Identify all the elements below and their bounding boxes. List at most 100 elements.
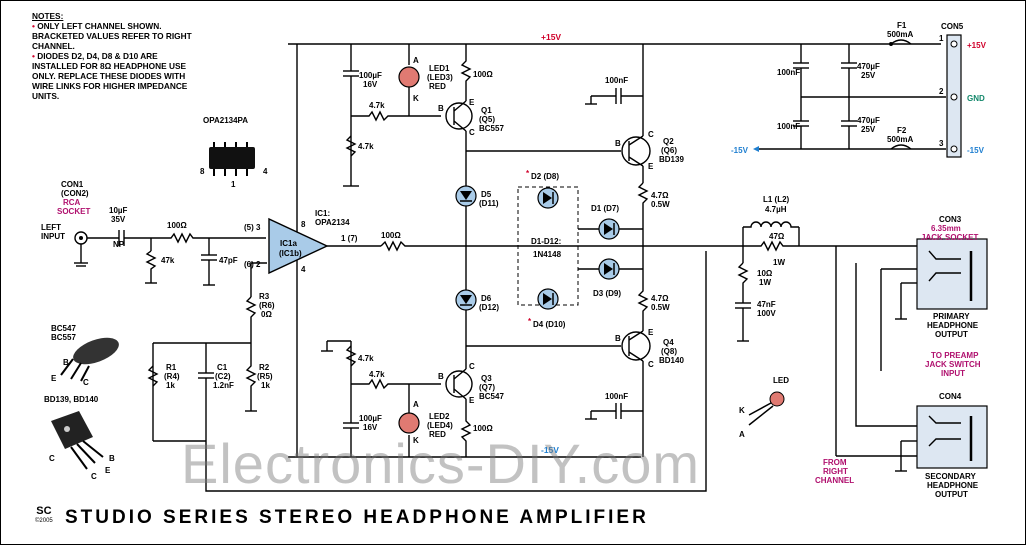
legend-bc547: BC547 BC557 B E C [51, 324, 119, 387]
output-resistor-bottom: 4.7Ω 0.5W [637, 269, 670, 331]
c47pf-label: 47pF [219, 256, 238, 265]
lower-r47a: 4.7k [369, 370, 385, 379]
q2-label: Q2 [663, 137, 674, 146]
q2-c: C [648, 130, 654, 139]
upper-r47a: 4.7k [369, 101, 385, 110]
con4-label: CON4 [939, 392, 962, 401]
neg-supply-label: -15V [731, 146, 749, 155]
input-cap-voltage: 35V [111, 215, 126, 224]
chip-label: OPA2134PA [203, 116, 248, 125]
q1-e: E [469, 98, 475, 107]
r1-label: R1 [166, 363, 177, 372]
upper-r100: 100Ω [473, 70, 493, 79]
output-bypass-caps: 100nF 100nF [585, 76, 643, 420]
notes-block: NOTES: • ONLY LEFT CHANNEL SHOWN. BRACKE… [32, 11, 192, 101]
legend-bd139: BD139, BD140 C B E C [44, 395, 115, 481]
pin6-label: (6) 2 [244, 260, 261, 269]
primary-label-2: HEADPHONE [927, 321, 979, 330]
pin5-label: (5) 3 [244, 223, 261, 232]
con5-pin3: 3 [939, 139, 944, 148]
from-right-3: CHANNEL [815, 476, 854, 485]
led1-a: A [413, 56, 419, 65]
note-item-2: • DIODES D2, D4, D8 & D10 ARE INSTALLED … [32, 51, 192, 101]
r3-label: R3 [259, 292, 270, 301]
logo-text: SC [36, 505, 52, 517]
feedback-r3: R3 (R6) 0Ω [245, 262, 275, 343]
f1-label: F1 [897, 21, 907, 30]
led2-a: A [413, 400, 419, 409]
led4-label: (LED4) [427, 421, 453, 430]
con5-label: CON5 [941, 22, 964, 31]
led2-label: LED2 [429, 412, 450, 421]
output-resistor-100: 100Ω [380, 231, 464, 252]
q4-label: Q4 [663, 338, 674, 347]
q3-label: Q3 [481, 374, 492, 383]
q3-b: B [438, 372, 444, 381]
d4-star: * [528, 317, 532, 326]
primary-label-1: PRIMARY [933, 312, 970, 321]
c470d-label: 25V [861, 125, 876, 134]
con4-jack-icon [916, 405, 988, 469]
rbot-power: 0.5W [651, 303, 670, 312]
con5-pin2: 2 [939, 87, 944, 96]
lower-cap-value: 100µF [359, 414, 382, 423]
q4-b: B [615, 334, 621, 343]
con1-label: CON1 [61, 180, 84, 189]
opamp-package: OPA2134PA 8 1 4 [200, 116, 268, 189]
negative-rail: -15V [288, 445, 641, 458]
q8-label: (Q8) [661, 347, 677, 356]
c100b-label: 100nF [777, 122, 800, 131]
r47k-label: 47k [161, 256, 175, 265]
note-text-1: ONLY LEFT CHANNEL SHOWN. BRACKETED VALUE… [32, 21, 192, 51]
lower-cap-100uf: 100µF 16V [321, 340, 382, 457]
secondary-label-2: HEADPHONE [927, 481, 979, 490]
led-legend-icon [769, 391, 785, 407]
d1-label: D1 (D7) [591, 204, 619, 213]
ic1-label: IC1: [315, 209, 330, 218]
transistor-q4: B E C Q4 (Q8) BD140 [615, 328, 684, 457]
d6-label: D6 [481, 294, 492, 303]
q6-label: (Q6) [661, 146, 677, 155]
diodes-group: D1-D12: [531, 237, 561, 246]
ic1-part: OPA2134 [315, 218, 350, 227]
c47-label: 47nF [757, 300, 776, 309]
con3-jack-icon [916, 238, 988, 310]
bias-diode-d5: D5 (D11) [455, 185, 499, 246]
legend-led: LED K A [739, 376, 789, 439]
rca-input: CON1 (CON2) RCA SOCKET LEFT INPUT [41, 180, 119, 267]
r4-label: (R4) [164, 372, 180, 381]
q4-type: BD140 [659, 356, 684, 365]
pos-rail-label: +15V [541, 32, 561, 42]
legend-b: B [63, 358, 69, 367]
legend-led-a: A [739, 430, 745, 439]
upper-led: A K LED1 (LED3) RED [398, 44, 453, 116]
led1-label: LED1 [429, 64, 450, 73]
transistor-q1: B E C Q1 (Q5) BC557 [438, 98, 504, 186]
upper-cap-voltage: 16V [363, 80, 378, 89]
con5-pin1: 1 [939, 34, 944, 43]
con3-size: 6.35mm [931, 224, 961, 233]
q4-e: E [648, 328, 654, 337]
q2-e: E [648, 162, 654, 171]
legend-bd-b: B [109, 454, 115, 463]
q1-label: Q1 [481, 106, 492, 115]
c470a-label: 470µF [857, 62, 880, 71]
legend-bc547-label: BC547 [51, 324, 76, 333]
output-network: L1 (L2) 4.7µH 47Ω 1W 10Ω 1W 47nF 100V [701, 195, 836, 342]
q1-type: BC557 [479, 124, 504, 133]
bottom-feedback-wire [205, 251, 707, 492]
lower-r100: 100Ω [473, 424, 493, 433]
secondary-label-3: OUTPUT [935, 490, 968, 499]
f2-label: F2 [897, 126, 907, 135]
rca-label-2: SOCKET [57, 207, 90, 216]
d5-label: D5 [481, 190, 492, 199]
con2-label: (CON2) [61, 189, 89, 198]
opamp-pin8: 8 [301, 220, 306, 229]
note-text-2: DIODES D2, D4, D8 & D10 ARE INSTALLED FO… [32, 51, 188, 101]
legend-bd-e: E [105, 466, 111, 475]
input-cap: 10µF 35V NP [109, 206, 151, 249]
upper-r47b: 4.7k [358, 142, 374, 151]
d4-label: D4 (D10) [533, 320, 566, 329]
primary-label-3: OUTPUT [935, 330, 968, 339]
l1-label: L1 (L2) [763, 195, 790, 204]
